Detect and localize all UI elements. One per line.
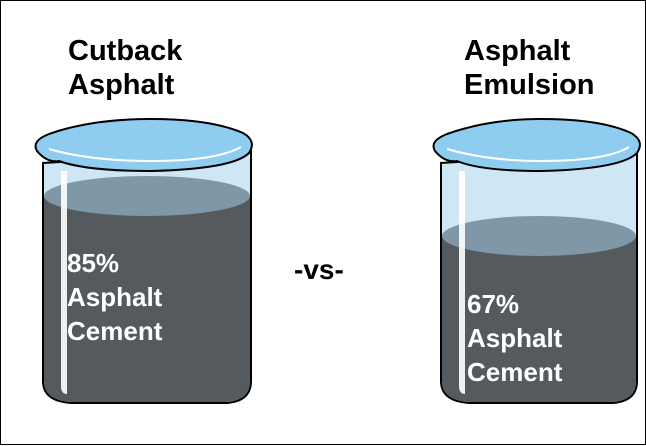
emulsion-beaker-rim	[432, 117, 641, 173]
emulsion-asphalt-label: 67% Asphalt Cement	[467, 287, 562, 389]
cutback-percent: 85%	[67, 248, 120, 278]
versus-separator: -vs-	[294, 254, 344, 285]
cutback-title-line1: Cutback	[68, 35, 183, 67]
emulsion-label-line1: Asphalt	[467, 323, 563, 353]
emulsion-label-line2: Cement	[467, 357, 563, 387]
cutback-asphalt-surface	[44, 176, 250, 216]
cutback-asphalt-fill	[44, 196, 250, 402]
cutback-title: Cutback Asphalt	[68, 34, 182, 102]
cutback-label-line2: Cement	[67, 316, 163, 346]
cutback-rim-inner	[48, 146, 242, 163]
cutback-asphalt-label: 85% Asphalt Cement	[67, 246, 162, 348]
emulsion-rim-inner	[446, 146, 630, 163]
emulsion-title-line1: Asphalt	[464, 35, 571, 67]
emulsion-asphalt-fill	[442, 236, 636, 402]
emulsion-asphalt-surface	[442, 216, 636, 256]
emulsion-title: Asphalt Emulsion	[464, 34, 595, 102]
emulsion-percent: 67%	[467, 289, 520, 319]
cutback-label-line1: Asphalt	[67, 282, 163, 312]
cutback-title-line2: Asphalt	[68, 69, 175, 101]
emulsion-glass-highlight	[459, 171, 465, 394]
cutback-glass-highlight	[61, 171, 67, 394]
emulsion-title-line2: Emulsion	[464, 69, 595, 101]
